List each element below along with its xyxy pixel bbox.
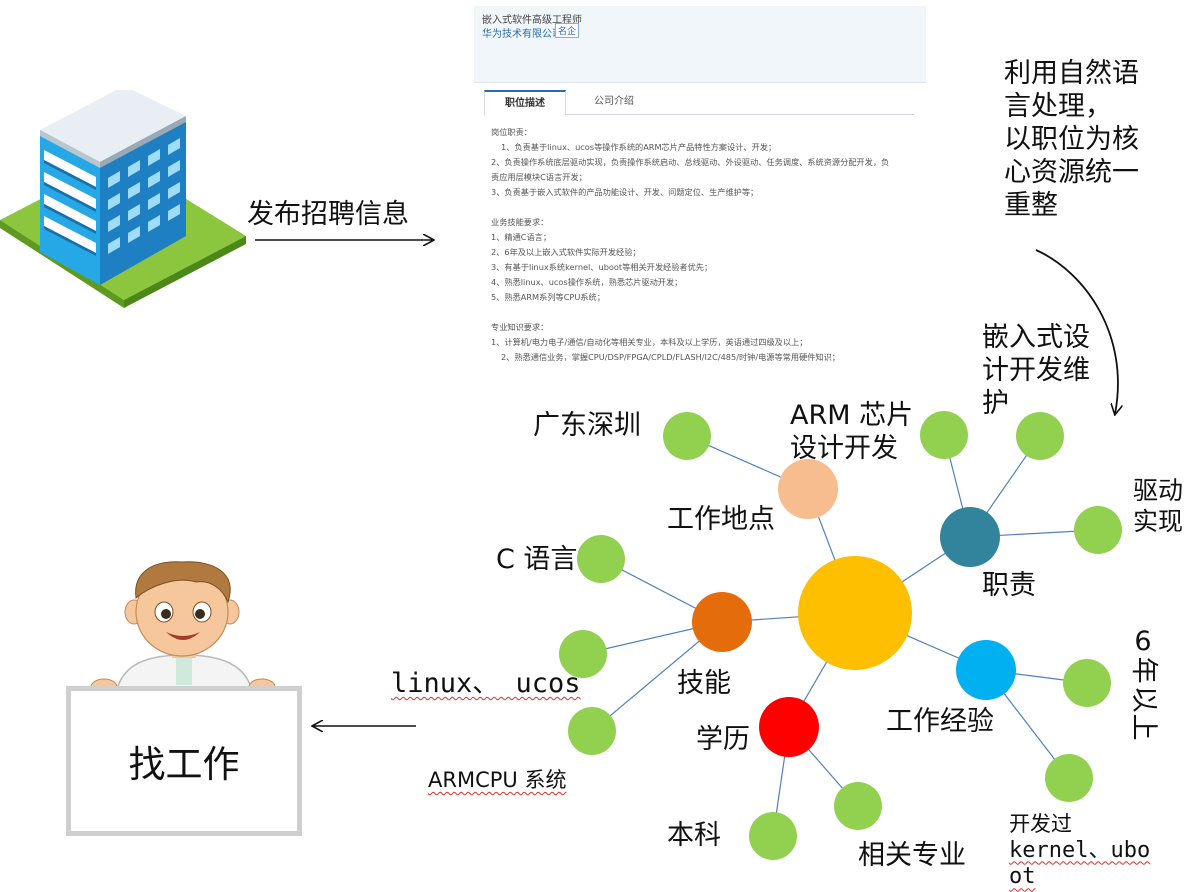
leaf-label-arm-chip: ARM 芯片 设计开发 [790, 400, 913, 466]
embedded-line: 嵌入式设 [982, 322, 1090, 353]
leaf-six-years [1063, 659, 1111, 707]
embedded-line: 护 [982, 387, 1009, 419]
leaf-label-six-years: 6 年 以 上 [1127, 626, 1160, 741]
node-label-duty: 职责 [982, 570, 1036, 601]
description-line: 4、熟悉linux、ucos操作系统，熟悉芯片驱动开发； [491, 277, 683, 287]
leaf-label-guangdong: 广东深圳 [533, 410, 641, 441]
node-label-work-location: 工作地点 [667, 504, 775, 535]
node-skill [692, 592, 752, 652]
description-line: 1、精通C语言； [491, 232, 552, 242]
description-line: 2、负责操作系统底层驱动实现，负责操作系统启动、总线驱动、外设驱动、任务调度、系… [491, 157, 890, 167]
nlp-note-line: 以职位为核 [1004, 123, 1139, 155]
description-line: 业务技能要求： [491, 217, 549, 227]
leaf-label-driver: 驱动 实现 [1133, 476, 1183, 537]
six-years-char: 上 [1128, 713, 1160, 741]
nlp-curve-arrow [1035, 249, 1118, 414]
job-title: 嵌入式软件高级工程师 [482, 15, 582, 26]
publish-label: 发布招聘信息 [247, 199, 409, 230]
description-line: 5、熟悉ARM系列等CPU系统； [491, 292, 605, 302]
driver-line: 驱动 [1133, 476, 1184, 505]
find-job-label: 找工作 [128, 743, 240, 786]
job-posting-card: 嵌入式软件高级工程师 华为技术有限公司 名企 职位描述 公司介绍 岗位职责： 1、… [474, 6, 926, 388]
node-education [759, 697, 819, 757]
description-line: 2、熟悉通信业务，掌握CPU/DSP/FPGA/CPLD/FLASH/I2C/4… [501, 352, 840, 362]
find-job-board [66, 686, 302, 836]
arm-line: 设计开发 [790, 432, 898, 464]
company-name[interactable]: 华为技术有限公司 [482, 29, 562, 40]
kernel-line: 开发过 [1009, 812, 1072, 836]
six-years-char: 6 [1134, 626, 1152, 657]
description-line: 岗位职责： [491, 127, 532, 137]
description-line: 1、负责基于linux、ucos等操作系统的ARM芯片产品特性方案设计、开发； [501, 142, 777, 152]
leaf-major [834, 782, 882, 830]
linux-ucos-leaf [559, 630, 607, 678]
job-description-body: 岗位职责： 1、负责基于linux、ucos等操作系统的ARM芯片产品特性方案设计… [491, 125, 911, 365]
node-label-skill: 技能 [677, 668, 731, 699]
tab-company-intro[interactable]: 公司介绍 [594, 96, 634, 107]
leaf-label-kernel-uboot: 开发过 kernel、ubo ot [1009, 812, 1150, 891]
node-work-location [778, 459, 838, 519]
leaf-guangdong [663, 412, 711, 460]
leaf-label-embedded-design: 嵌入式设 计开发维 护 [982, 322, 1090, 421]
node-duty [940, 507, 1000, 567]
leaf-label-c-lang: C 语言 [496, 544, 578, 575]
node-label-education: 学历 [696, 724, 750, 755]
description-line: 责应用层模块C语言开发； [491, 172, 587, 182]
leaf-driver [1074, 506, 1122, 554]
leaf-embedded-design [920, 411, 968, 459]
nlp-note-line: 重整 [1004, 189, 1058, 221]
description-line: 1、计算机/电力电子/通信/自动化等相关专业，本科及以上学历，英语通过四级及以上… [491, 337, 808, 347]
job-seeker-avatar [90, 561, 276, 690]
center-node [798, 556, 912, 670]
embedded-line: 计开发维 [982, 354, 1090, 386]
nlp-note-line: 心资源统一 [1004, 156, 1139, 188]
leaf-label-major: 相关专业 [858, 840, 966, 871]
arm-line: ARM 芯片 [790, 400, 914, 431]
armcpu-leaf [568, 707, 616, 755]
company-building-icon [0, 90, 246, 308]
leaf-kernel-uboot [1045, 754, 1093, 802]
kernel-line: ot [1009, 864, 1036, 890]
description-line: 3、有基于linux系统kernel、uboot等相关开发经验者优先； [491, 262, 713, 272]
leaf-c-lang [577, 535, 625, 583]
node-label-experience: 工作经验 [886, 706, 994, 737]
leaf-bachelor [749, 812, 797, 860]
kernel-line: kernel、ubo [1009, 837, 1151, 863]
nlp-note-line: 言处理， [1004, 90, 1112, 122]
nlp-note-line: 利用自然语 [1004, 58, 1139, 89]
famous-company-badge: 名企 [555, 23, 580, 38]
leaf-label-bachelor: 本科 [667, 820, 721, 851]
six-years-char: 以 [1128, 685, 1160, 713]
node-experience [956, 640, 1016, 700]
driver-line: 实现 [1133, 506, 1184, 536]
armcpu-label: ARMCPU 系统 [428, 768, 567, 792]
job-posting-header: 嵌入式软件高级工程师 华为技术有限公司 名企 [474, 6, 926, 83]
description-line: 专业知识要求： [491, 322, 549, 332]
tab-job-description[interactable]: 职位描述 [484, 90, 566, 116]
description-line: 2、6年及以上嵌入式软件实际开发经验； [491, 247, 641, 257]
job-tab-bar: 职位描述 公司介绍 [484, 90, 914, 116]
linux-ucos-label: linux、 ucos [391, 668, 581, 699]
description-line: 3、负责基于嵌入式软件的产品功能设计、开发、问题定位、生产维护等； [491, 187, 759, 197]
nlp-note: 利用自然语 言处理， 以职位为核 心资源统一 重整 [1004, 58, 1139, 223]
six-years-char: 年 [1128, 657, 1160, 685]
leaf-arm-chip [1016, 412, 1064, 460]
